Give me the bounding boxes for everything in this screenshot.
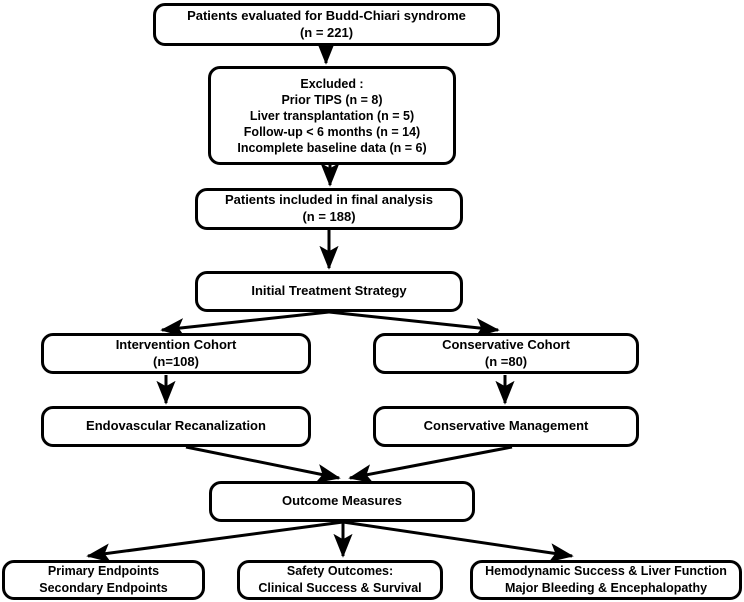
outcome-measures-box: Outcome Measures [209, 481, 475, 522]
management-line-1: Conservative Management [423, 418, 589, 434]
hemodynamic-line-2: Major Bleeding & Encephalopathy [504, 581, 708, 595]
recanalization-line-1: Endovascular Recanalization [86, 418, 266, 434]
enrolled-line-2: (n = 221) [299, 24, 354, 40]
intervention-cohort-box: Intervention Cohort (n=108) [41, 333, 311, 374]
included-line-1: Patients included in final analysis [224, 192, 434, 208]
safety-line-1: Safety Outcomes: [286, 564, 394, 579]
excluded-line-1: Excluded : [300, 76, 364, 91]
included-box: Patients included in final analysis (n =… [195, 188, 463, 230]
endpoints-outcome-box: Primary Endpoints Secondary Endpoints [2, 560, 205, 600]
safety-outcomes-box: Safety Outcomes: Clinical Success & Surv… [237, 560, 443, 600]
conservative-cohort-box: Conservative Cohort (n =80) [373, 333, 639, 374]
initial-treatment-strategy-box: Initial Treatment Strategy [195, 271, 463, 312]
intervention-line-2: (n=108) [153, 353, 199, 369]
conservative-management-box: Conservative Management [373, 406, 639, 447]
arrow-outcomes-to-hemodynamic [342, 520, 574, 563]
safety-line-2: Clinical Success & Survival [258, 581, 422, 595]
excluded-line-2: Prior TIPS (n = 8) [281, 92, 383, 107]
conservative-line-1: Conservative Cohort [442, 336, 570, 352]
outcomes-line-1: Outcome Measures [282, 493, 402, 509]
endpoints-line-1: Primary Endpoints [47, 564, 160, 579]
excluded-line-5: Incomplete baseline data (n = 6) [237, 140, 427, 155]
included-line-2: (n = 188) [302, 209, 356, 224]
strategy-line-1: Initial Treatment Strategy [251, 283, 407, 299]
enrolled-box: Patients evaluated for Budd-Chiari syndr… [153, 3, 500, 46]
excluded-line-3: Liver transplantation (n = 5) [249, 108, 415, 123]
arrow-management-to-outcomes [348, 445, 513, 484]
arrow-strategy-to-conservative [328, 310, 500, 338]
conservative-line-2: (n =80) [484, 353, 528, 369]
hemodynamic-outcomes-box: Hemodynamic Success & Liver Function Maj… [470, 560, 742, 600]
arrow-outcomes-to-endpoints [86, 520, 344, 563]
endpoints-line-2: Secondary Endpoints [39, 581, 168, 595]
arrow-recanalization-to-outcomes [185, 445, 341, 484]
excluded-line-4: Follow-up < 6 months (n = 14) [243, 124, 421, 139]
intervention-line-1: Intervention Cohort [115, 336, 237, 352]
enrolled-line-1: Patients evaluated for Budd-Chiari syndr… [187, 7, 466, 23]
endovascular-recanalization-box: Endovascular Recanalization [41, 406, 311, 447]
excluded-box: Excluded : Prior TIPS (n = 8) Liver tran… [208, 66, 456, 165]
arrow-strategy-to-intervention [160, 310, 330, 338]
hemodynamic-line-1: Hemodynamic Success & Liver Function [485, 564, 727, 579]
